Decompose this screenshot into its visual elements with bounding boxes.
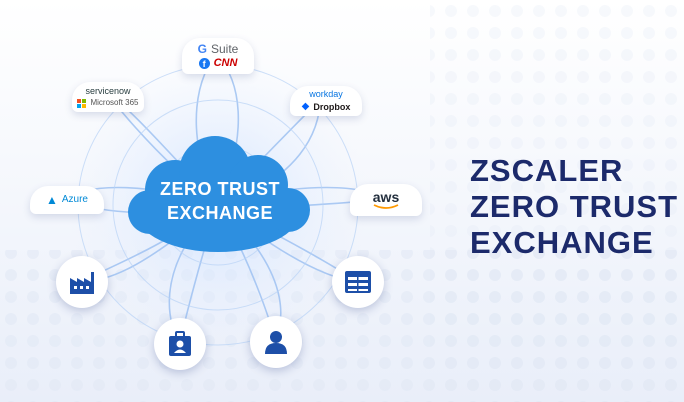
- gsuite-label: Suite: [210, 42, 239, 56]
- data-center-icon: [345, 271, 371, 293]
- hub-label-line1: ZERO TRUST: [160, 179, 280, 199]
- data-center-node: [332, 256, 384, 308]
- zero-trust-exchange-cloud: [128, 136, 310, 252]
- hub-label-line2: EXCHANGE: [166, 203, 273, 223]
- dropbox-label: Dropbox: [313, 101, 351, 112]
- user-node: [250, 316, 302, 368]
- factory-icon: [70, 272, 94, 294]
- microsoft-logo-icon: [77, 98, 87, 108]
- workday-logo: workday: [309, 89, 343, 99]
- title-line2: ZERO TRUST: [470, 189, 679, 224]
- gsuite-cnn-card: G Suite f CNN: [182, 38, 254, 74]
- title-line3: EXCHANGE: [470, 225, 654, 260]
- azure-logo-icon: ▲: [45, 193, 58, 207]
- microsoft-365-label: Microsoft 365: [90, 98, 139, 107]
- azure-card: ▲ Azure: [30, 186, 104, 214]
- user-icon: [265, 331, 287, 354]
- cnn-logo: CNN: [213, 57, 238, 69]
- workday-dropbox-card: workday ◆ Dropbox: [290, 86, 362, 116]
- aws-logo: aws: [372, 189, 400, 205]
- hub-label: ZERO TRUST EXCHANGE: [135, 177, 305, 225]
- branch-office-node: [154, 318, 206, 370]
- dropbox-icon: ◆: [301, 101, 310, 112]
- facebook-icon: f: [198, 58, 210, 69]
- factory-node: [56, 256, 108, 308]
- azure-label: Azure: [61, 194, 88, 205]
- aws-smile-icon: [373, 204, 399, 209]
- aws-card: aws: [350, 184, 422, 216]
- title-line1: ZSCALER: [470, 153, 624, 188]
- servicenow-logo: servicenow: [85, 85, 131, 96]
- branch-office-icon: [169, 331, 191, 356]
- servicenow-m365-card: servicenow Microsoft 365: [72, 82, 144, 112]
- page-title: ZSCALER ZERO TRUST EXCHANGE: [470, 153, 680, 261]
- google-g-logo: G: [197, 42, 207, 56]
